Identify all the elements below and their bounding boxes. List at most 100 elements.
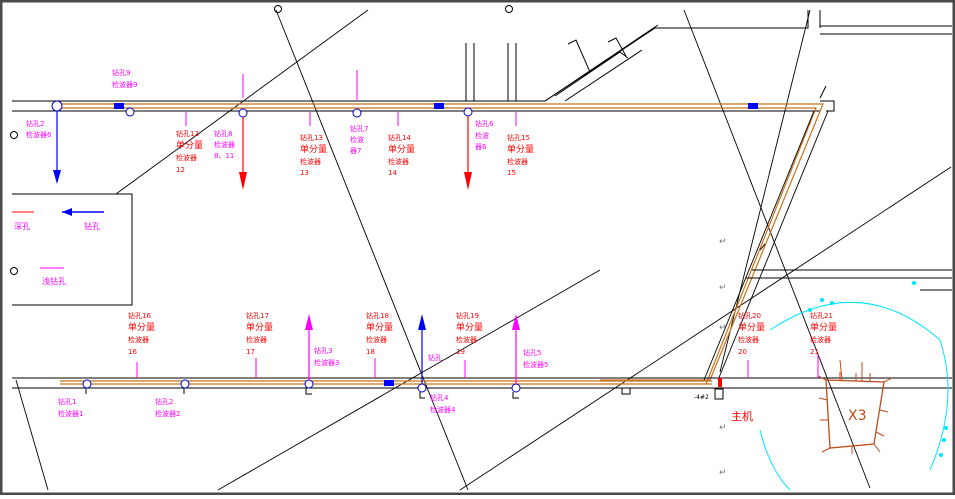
- paragraph-mark: ↵: [719, 323, 727, 333]
- svg-text:检波: 检波: [475, 131, 489, 140]
- pipeline: [60, 103, 824, 385]
- station-b5: 钻孔5 检波器5: [523, 348, 548, 369]
- host-unit: -4#2 主机: [694, 378, 753, 423]
- zone-x3: X3: [817, 359, 893, 454]
- svg-text:检波器: 检波器: [388, 157, 409, 166]
- svg-text:钻孔8: 钻孔8: [214, 129, 232, 138]
- svg-text:检波器: 检波器: [300, 157, 321, 166]
- zone-label: X3: [848, 408, 867, 424]
- svg-text:检波器1: 检波器1: [58, 409, 83, 418]
- diagonal-roadway: [703, 110, 829, 381]
- station-g14: 钻孔14 单分量 检波器 14: [388, 133, 415, 177]
- station-b3: 钻孔3 检波器3: [314, 346, 339, 367]
- upper-ticks: [185, 70, 517, 126]
- svg-text:检波器2: 检波器2: [155, 409, 180, 418]
- svg-text:13: 13: [300, 169, 309, 177]
- svg-text:18: 18: [366, 348, 375, 356]
- svg-text:器6: 器6: [475, 143, 487, 151]
- lower-station-markers: [82, 379, 521, 393]
- svg-text:15: 15: [507, 169, 516, 177]
- svg-text:钻孔7: 钻孔7: [350, 124, 368, 133]
- station-b-open: 钻孔: [428, 353, 442, 362]
- paragraph-mark: ↵: [719, 468, 727, 478]
- arrow-up-icon: [418, 314, 426, 330]
- lower-ticks: [136, 355, 819, 378]
- zone-contour: [759, 301, 949, 491]
- survey-point-icon: [505, 5, 513, 13]
- svg-text:钻孔16: 钻孔16: [128, 311, 151, 320]
- svg-text:单分量: 单分量: [810, 321, 837, 333]
- legend-shallow-label: 浅钻孔: [42, 276, 66, 286]
- svg-text:钻孔9: 钻孔9: [112, 68, 130, 77]
- svg-text:检波器: 检波器: [366, 335, 387, 344]
- station-g18: 钻孔18 单分量 检波器 18: [366, 311, 393, 356]
- svg-text:检波器: 检波器: [128, 335, 149, 344]
- svg-text:16: 16: [128, 348, 137, 356]
- svg-text:单分量: 单分量: [738, 321, 765, 333]
- svg-text:钻孔3: 钻孔3: [314, 346, 332, 355]
- arrow-up-icon: [305, 314, 313, 330]
- svg-text:19: 19: [456, 348, 465, 356]
- svg-text:检波器4: 检波器4: [430, 405, 456, 414]
- legend-deep-hole-label: 深孔: [14, 222, 30, 231]
- svg-text:检波器: 检波器: [738, 335, 759, 344]
- legend-borehole-label: 钻孔: [84, 221, 100, 231]
- svg-text:钻孔21: 钻孔21: [810, 311, 833, 320]
- station-b7: 钻孔7 检波 器7: [350, 124, 368, 155]
- upper-arrows: [53, 111, 472, 190]
- host-tag: -4#2: [694, 394, 709, 401]
- svg-text:检波器: 检波器: [507, 157, 528, 166]
- svg-text:钻孔18: 钻孔18: [366, 311, 389, 320]
- station-g15: 钻孔15 单分量 检波器 15: [507, 133, 534, 177]
- arrow-down-icon: [239, 172, 247, 190]
- svg-text:20: 20: [738, 348, 747, 356]
- right-passages: [746, 243, 952, 291]
- arrow-left-icon: [62, 208, 72, 216]
- svg-text:21: 21: [810, 348, 819, 356]
- svg-text:检波器: 检波器: [810, 335, 831, 344]
- svg-text:钻孔13: 钻孔13: [300, 133, 323, 142]
- svg-text:单分量: 单分量: [456, 321, 483, 333]
- svg-text:钻孔1: 钻孔1: [58, 397, 76, 406]
- lower-arrows: [305, 314, 520, 384]
- svg-text:检波: 检波: [350, 135, 364, 144]
- station-b6: 钻孔6 检波 器6: [475, 119, 494, 151]
- station-b2-top: 钻孔2 检波器6: [26, 119, 52, 139]
- host-icon: [714, 388, 724, 400]
- survey-point-icon: [10, 131, 18, 139]
- arrow-down-icon: [53, 170, 61, 184]
- paragraph-marks: ↵ ↵ ↵ ↵ ↵: [719, 237, 727, 478]
- svg-text:14: 14: [388, 169, 397, 177]
- svg-text:单分量: 单分量: [128, 321, 155, 333]
- lower-labels: 钻孔16 单分量 检波器 16 钻孔17 单分量 检波器 17 钻孔18 单分量…: [58, 311, 837, 418]
- construction-lines: [15, 9, 952, 491]
- legend-box: 深孔 钻孔 浅钻孔: [12, 193, 133, 306]
- paragraph-mark: ↵: [719, 237, 727, 247]
- host-marker: [718, 378, 722, 387]
- station-b8: 钻孔8 检波器 8、11: [214, 129, 235, 160]
- svg-text:钻孔15: 钻孔15: [507, 133, 530, 142]
- station-g19: 钻孔19 单分量 检波器 19: [456, 311, 483, 356]
- svg-text:钻孔2: 钻孔2: [26, 119, 44, 128]
- svg-text:单分量: 单分量: [176, 139, 203, 151]
- station-g12: 钻孔12 单分量 检波器 12: [176, 129, 203, 174]
- arrow-up-icon: [512, 314, 520, 330]
- upper-labels: 钻孔9 检波器9 钻孔2 检波器6 钻孔12 单分量 检波器 12 钻孔8 检波…: [26, 68, 534, 177]
- svg-text:检波器: 检波器: [176, 153, 197, 162]
- svg-text:检波器5: 检波器5: [523, 360, 548, 369]
- contour-marks: [808, 281, 948, 457]
- svg-text:检波器3: 检波器3: [314, 358, 339, 367]
- svg-text:钻孔17: 钻孔17: [246, 311, 269, 320]
- arrow-down-icon: [464, 172, 472, 190]
- svg-text:17: 17: [246, 348, 255, 356]
- lower-notches: [85, 388, 631, 399]
- svg-text:钻孔: 钻孔: [428, 353, 442, 362]
- svg-text:单分量: 单分量: [507, 143, 534, 155]
- svg-text:12: 12: [176, 166, 185, 174]
- svg-text:钻孔14: 钻孔14: [388, 133, 411, 142]
- svg-text:单分量: 单分量: [300, 143, 327, 155]
- svg-text:检波器6: 检波器6: [26, 130, 52, 139]
- svg-text:检波器: 检波器: [246, 335, 267, 344]
